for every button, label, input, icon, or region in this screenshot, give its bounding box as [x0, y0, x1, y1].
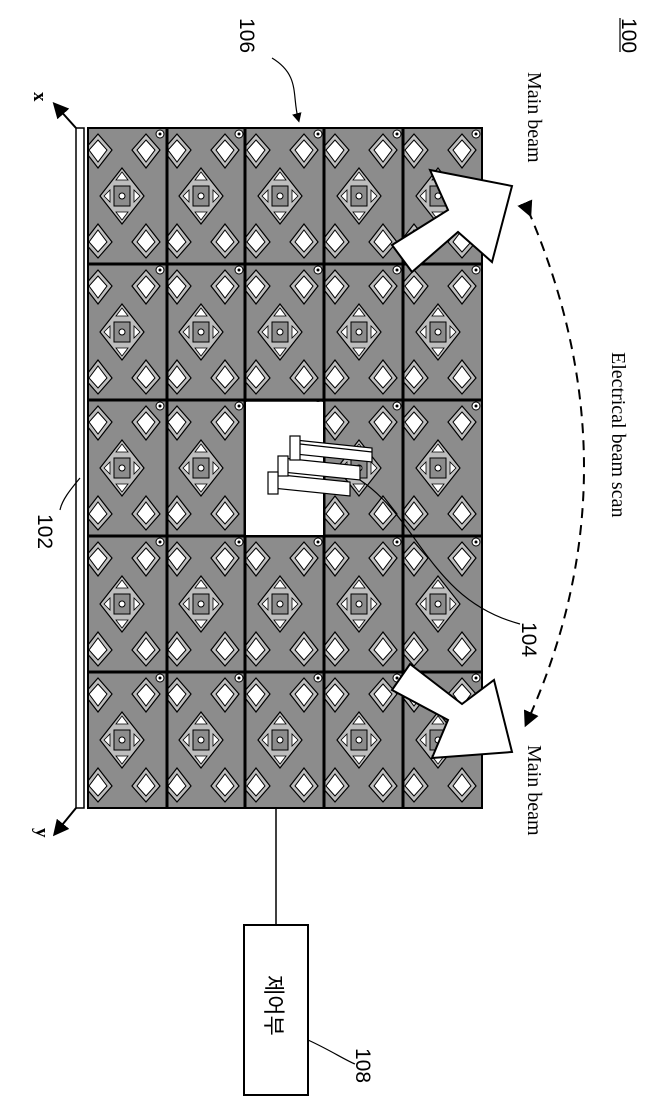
leader-104: [359, 479, 521, 625]
main-beam-label-top: Main beam: [523, 72, 545, 163]
y-axis-arrow: [52, 807, 77, 837]
axis-y-label: y: [31, 828, 52, 838]
x-axis-arrow: [52, 102, 77, 129]
grid-lines: [88, 128, 482, 808]
leader-106: [271, 57, 302, 123]
main-beam-arrow-bottom: [390, 662, 514, 760]
axis-x-label: x: [29, 92, 50, 102]
feed-element: [267, 435, 373, 497]
controller-box: [243, 924, 309, 1096]
beam-scan-label: Electrical beam scan: [607, 352, 629, 517]
ref-104: 104: [517, 622, 540, 657]
main-beam-arrow-top: [390, 168, 514, 274]
leader-102: [59, 477, 81, 511]
controller-label: 제어부: [260, 975, 285, 1036]
main-beam-label-bottom: Main beam: [523, 745, 545, 836]
ref-106: 106: [235, 18, 258, 53]
ref-102: 102: [33, 514, 56, 549]
ref-108: 108: [351, 1048, 374, 1083]
leader-108: [307, 1039, 356, 1065]
beam-scan-arc: [517, 199, 585, 728]
ground-plane-strip: [75, 127, 85, 809]
figure-number: 100: [617, 18, 640, 53]
